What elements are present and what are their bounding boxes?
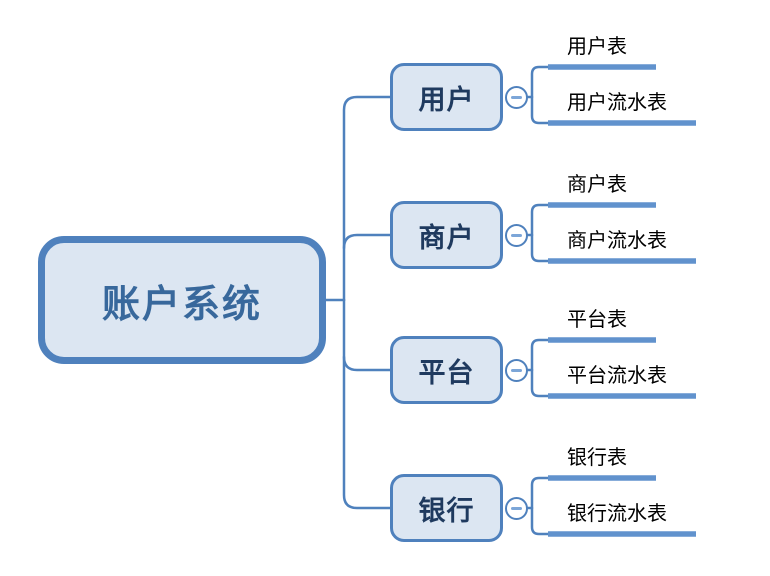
collapse-toggle-platform[interactable] [505,359,528,382]
branch-topic-label: 平台 [418,357,475,388]
branch-topic-user[interactable]: 用户 [390,63,503,131]
branch-topic-label: 银行 [418,495,475,526]
leaf-topic-user-table[interactable]: 用户表 [567,36,627,58]
branch-topic-platform[interactable]: 平台 [390,336,503,404]
leaf-topic-platform-table[interactable]: 平台表 [567,309,627,331]
collapse-toggle-user[interactable] [505,86,528,109]
collapse-toggle-merchant[interactable] [505,224,528,247]
collapse-toggle-bank[interactable] [505,497,528,520]
leaf-topic-bank-flow-table[interactable]: 银行流水表 [567,503,667,525]
leaf-topic-merchant-flow-table[interactable]: 商户流水表 [567,230,667,252]
branch-topic-label: 商户 [418,222,475,253]
minus-icon [511,369,522,372]
root-topic-label: 账户系统 [101,283,262,326]
root-topic[interactable]: 账户系统 [38,236,326,364]
leaf-bracket-bank [530,476,556,536]
leaf-topic-merchant-table[interactable]: 商户表 [567,174,627,196]
branch-topic-label: 用户 [418,84,475,115]
branch-line-platform [342,355,392,372]
leaf-bracket-merchant [530,203,556,263]
branch-line-bank [342,298,392,510]
leaf-topic-platform-flow-table[interactable]: 平台流水表 [567,365,667,387]
branch-topic-merchant[interactable]: 商户 [390,201,503,269]
leaf-topic-bank-table[interactable]: 银行表 [567,447,627,469]
branch-line-user [342,95,392,302]
branch-topic-bank[interactable]: 银行 [390,474,503,542]
leaf-topic-user-flow-table[interactable]: 用户流水表 [567,92,667,114]
branch-line-merchant [342,233,392,250]
minus-icon [511,507,522,510]
minus-icon [511,234,522,237]
leaf-bracket-user [530,65,556,125]
minus-icon [511,96,522,99]
leaf-bracket-platform [530,338,556,398]
